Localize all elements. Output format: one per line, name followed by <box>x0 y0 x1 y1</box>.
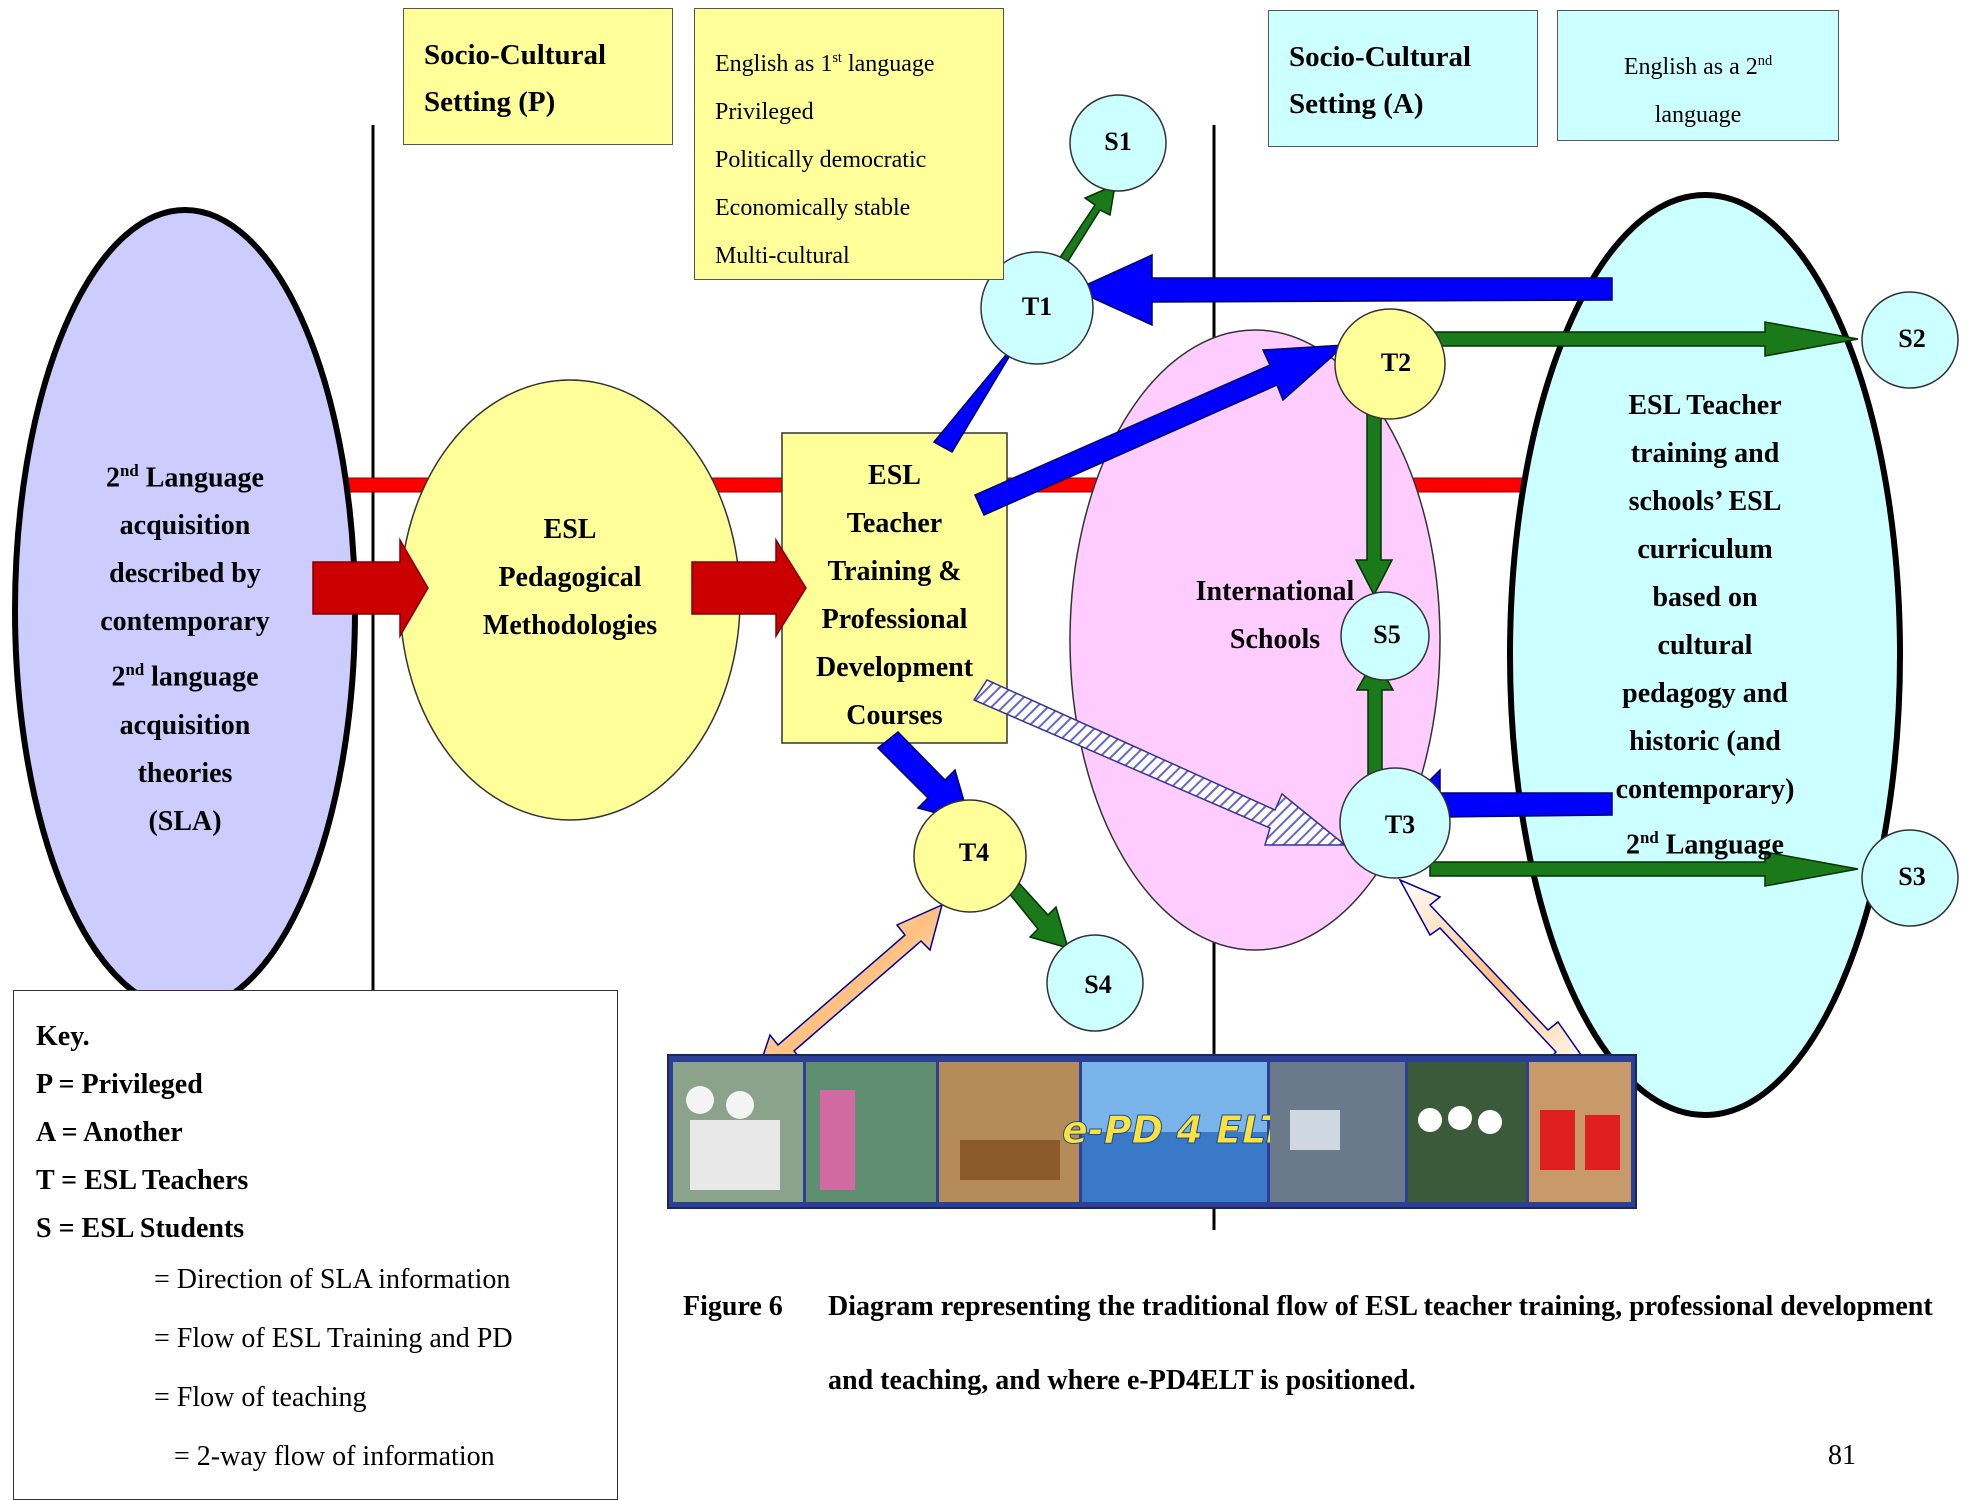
red-arrow-pedagogy-to-training <box>691 537 807 639</box>
setting-p-title: Socio-Cultural Setting (P) <box>404 9 672 126</box>
s2-circle <box>1861 291 1959 389</box>
green-arrow-t2-to-s5 <box>1354 404 1394 597</box>
key-p: P = Privileged <box>36 1069 203 1100</box>
photo-6 <box>1408 1062 1526 1202</box>
s5-circle <box>1340 591 1430 681</box>
s5-label: S5 <box>1373 620 1401 649</box>
page-number: 81 <box>1828 1440 1856 1471</box>
setting-p-title-line2: Setting (P) <box>424 86 556 118</box>
t4-label: T4 <box>958 838 990 867</box>
setting-p-features-box: English as 1st language Privileged Polit… <box>694 8 1004 280</box>
hatched-arrow-training-to-t3 <box>972 679 1348 846</box>
t2-circle <box>1334 308 1446 420</box>
setting-a-feature-line2: language <box>1654 102 1742 128</box>
e-pd4elt-logo-text: e-PD 4 ELT <box>1062 1108 1289 1152</box>
key-blue-label: = Flow of ESL Training and PD <box>154 1323 513 1354</box>
setting-p-feature: Politically democratic <box>715 147 927 173</box>
orange-arrow-t4-photos <box>753 903 944 1082</box>
curriculum-ellipse <box>1507 192 1903 1118</box>
key-t: T = ESL Teachers <box>36 1165 249 1196</box>
setting-a-title-line2: Setting (A) <box>1289 88 1424 120</box>
red-arrow-sla-to-pedagogy <box>312 537 429 639</box>
s1-circle <box>1069 94 1167 192</box>
t3-label: T3 <box>1384 810 1416 839</box>
setting-p-box: Socio-Cultural Setting (P) <box>403 8 673 145</box>
setting-a-title-line1: Socio-Cultural <box>1289 41 1472 73</box>
t1-circle <box>980 251 1094 365</box>
t3-circle <box>1339 767 1451 879</box>
photo-3 <box>939 1062 1079 1202</box>
t2-label: T2 <box>1380 348 1412 377</box>
international-schools-label: International Schools <box>1195 576 1355 655</box>
setting-a-box: Socio-Cultural Setting (A) <box>1268 10 1538 147</box>
setting-p-title-line1: Socio-Cultural <box>424 39 607 71</box>
green-arrow-t4-to-s4 <box>1006 880 1070 950</box>
s4-circle <box>1046 934 1144 1032</box>
s4-label: S4 <box>1084 970 1112 999</box>
setting-a-features-box: English as a 2nd language <box>1557 10 1839 141</box>
key-a: A = Another <box>36 1117 183 1148</box>
blue-arrow-curriculum-to-t1 <box>1073 253 1613 327</box>
s1-label: S1 <box>1104 127 1132 156</box>
s3-label: S3 <box>1898 862 1926 891</box>
key-red-label: = Direction of SLA information <box>154 1264 511 1295</box>
t1-label: T1 <box>1021 292 1053 321</box>
s3-circle <box>1861 829 1959 927</box>
key-s: S = ESL Students <box>36 1213 245 1244</box>
green-arrow-t2-to-s2 <box>1429 321 1859 357</box>
pedagogy-label: ESL Pedagogical Methodologies <box>482 514 658 641</box>
curriculum-label: ESL Teacher training and schools’ ESL cu… <box>1615 390 1795 861</box>
figure-number: Figure 6 <box>683 1291 783 1322</box>
key-green-label: = Flow of teaching <box>154 1382 367 1413</box>
s2-label: S2 <box>1898 324 1926 353</box>
setting-p-feature: Economically stable <box>715 195 911 221</box>
setting-a-feature-line1: English as a 2nd <box>1623 53 1773 80</box>
blue-arrow-training-to-t4 <box>876 730 972 824</box>
t4-circle <box>913 799 1027 913</box>
setting-p-feature: Multi-cultural <box>715 243 850 269</box>
figure-caption-text: Diagram representing the traditional flo… <box>828 1291 1933 1396</box>
setting-p-feature-english: English as 1st language <box>715 50 935 77</box>
key-orange-label: = 2-way flow of information <box>174 1441 495 1472</box>
blue-arrow-training-to-t2 <box>974 344 1348 516</box>
green-arrow-t3-to-s3 <box>1429 851 1859 887</box>
photo-strip: e-PD 4 ELT <box>673 1062 1631 1202</box>
key-title: Key. <box>36 1021 90 1052</box>
sla-label: 2nd Language acquisition described by co… <box>100 461 270 837</box>
training-box <box>781 432 1008 744</box>
key-box: Key. P = Privileged A = Another T = ESL … <box>13 990 618 1500</box>
figure-caption: Figure 6 Diagram representing the tradit… <box>683 1270 1943 1418</box>
setting-a-title: Socio-Cultural Setting (A) <box>1269 11 1537 128</box>
setting-p-feature: Privileged <box>715 99 814 125</box>
training-label: ESL Teacher Training & Professional Deve… <box>815 460 974 731</box>
